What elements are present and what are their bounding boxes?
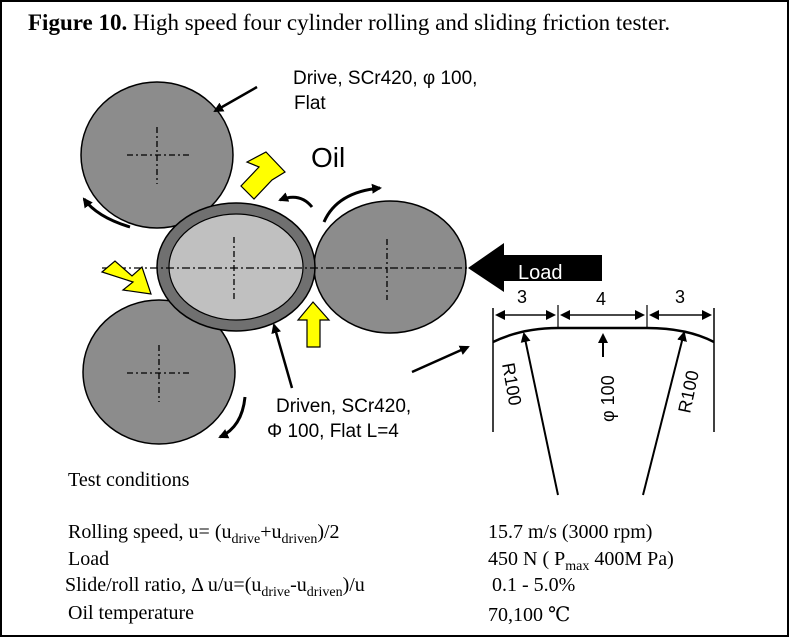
figure-caption: High speed four cylinder rolling and sli…: [132, 10, 671, 35]
oil-arrow-upper: [240, 151, 286, 200]
condition-value-oil-temperature: 70,100 ℃: [488, 604, 571, 626]
lower-drive-cylinder: [82, 299, 236, 445]
condition-label-rolling-speed: Rolling speed, u= (udrive+udriven)/2: [68, 521, 340, 547]
dim-right: 3: [675, 287, 685, 307]
diameter-label: φ 100: [598, 375, 618, 422]
rotation-arrow-driven: [278, 192, 314, 208]
rotation-arrow-lower: [218, 396, 247, 439]
condition-value-load: 450 N ( Pmax 400M Pa): [488, 548, 674, 574]
driven-cylinder: [156, 202, 316, 332]
drive-label-line1: Drive, SCr420, φ 100,: [293, 68, 478, 89]
drive-label-line2: Flat: [294, 93, 326, 114]
radius-right-label: R100: [674, 369, 703, 415]
load-arrow: [468, 243, 602, 292]
condition-value-slide-roll: 0.1 - 5.0%: [492, 574, 576, 596]
driven-label-line2: Φ 100, Flat L=4: [267, 421, 399, 442]
condition-value-rolling-speed: 15.7 m/s (3000 rpm): [488, 521, 653, 543]
condition-label-load: Load: [68, 548, 110, 570]
upper-drive-cylinder: [80, 81, 234, 229]
condition-label-oil-temperature: Oil temperature: [68, 602, 195, 624]
oil-arrow-bottom: [296, 301, 331, 348]
drive-pointer-arrow: [213, 85, 258, 113]
load-label: Load: [518, 262, 563, 284]
rotation-arrow-load: [322, 183, 382, 223]
figure-label: Figure 10.: [28, 10, 128, 35]
conditions-heading: Test conditions: [68, 469, 190, 491]
rotation-arrow-upper: [82, 197, 131, 229]
driven-pointer-arrow: [271, 323, 294, 389]
profile-detail: [492, 305, 715, 496]
radius-left-label: R100: [498, 361, 525, 407]
right-load-cylinder: [313, 200, 467, 334]
dim-mid: 4: [596, 289, 606, 309]
figure-title: Figure 10. High speed four cylinder roll…: [28, 10, 670, 36]
oil-arrow-left: [100, 260, 152, 295]
condition-label-slide-roll: Slide/roll ratio, Δ u/u=(udrive-udriven)…: [65, 574, 365, 600]
oil-label: Oil: [311, 142, 346, 173]
dim-left: 3: [517, 287, 527, 307]
detail-pointer-arrow: [411, 345, 470, 374]
driven-label-line1: Driven, SCr420,: [276, 396, 412, 417]
